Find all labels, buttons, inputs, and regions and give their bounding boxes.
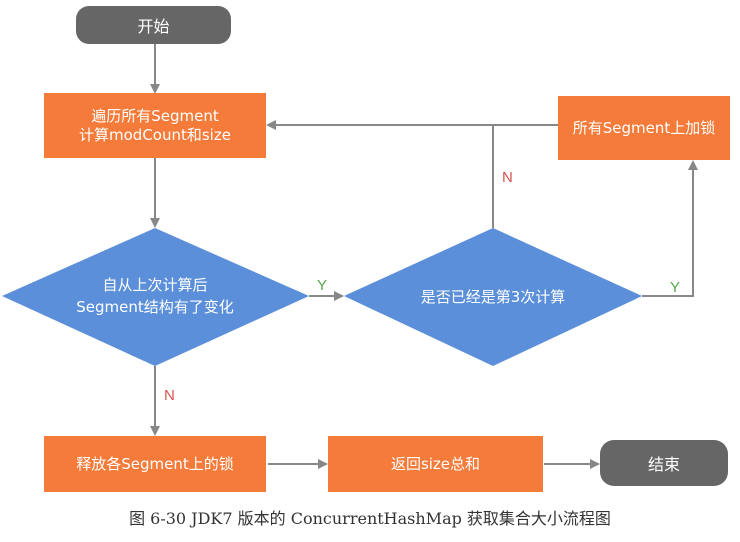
decision-third-text: 是否已经是第3次计算 — [420, 288, 566, 306]
label-yes-third: Y — [670, 279, 680, 296]
decision-third-shape — [344, 228, 642, 366]
end-node: 结束 — [600, 440, 728, 486]
edge-third-yes — [642, 160, 698, 297]
lock-all-segments-node: 所有Segment上加锁 — [558, 96, 730, 160]
release-locks-node: 释放各Segment上的锁 — [44, 436, 266, 492]
start-node: 开始 — [76, 6, 231, 44]
traverse-segments-node: 遍历所有Segment 计算modCount和size — [44, 93, 266, 158]
label-no-third: N — [502, 169, 513, 186]
edge-third-no — [266, 120, 494, 228]
label-no-changed: N — [164, 387, 175, 404]
return-size-node: 返回size总和 — [328, 436, 543, 492]
figure-caption: 图 6-30 JDK7 版本的 ConcurrentHashMap 获取集合大小… — [129, 509, 611, 528]
decision-changed-text: 自从上次计算后 Segment结构有了变化 — [76, 276, 234, 316]
decision-changed-shape — [2, 228, 309, 366]
label-yes-changed: Y — [317, 277, 327, 294]
